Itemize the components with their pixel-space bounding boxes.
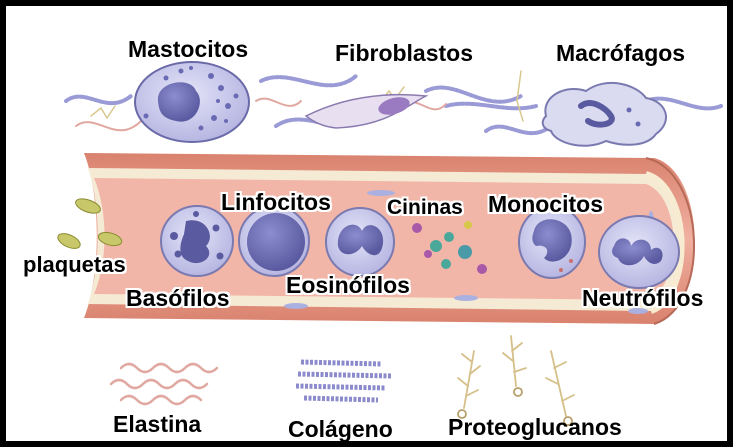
label-plaquetas: plaquetas [23, 254, 126, 276]
basofilo-cell [161, 206, 233, 276]
label-monocitos: Monocitos [488, 193, 603, 216]
label-cininas: Cininas [387, 197, 463, 218]
label-elastina: Elastina [113, 413, 201, 436]
label-fibroblastos: Fibroblastos [335, 42, 473, 65]
label-colageno: Colágeno [288, 418, 393, 441]
proteoglucanos-structures [458, 336, 574, 425]
label-mastocitos: Mastocitos [128, 38, 248, 61]
elastina-fibers [111, 364, 217, 404]
macrofago-cell [543, 83, 666, 146]
label-neutrofilos: Neutrófilos [582, 287, 703, 310]
label-eosinofilos: Eosinófilos [286, 274, 410, 297]
fibroblasto-cell [306, 94, 426, 128]
colageno-fibers [296, 362, 391, 400]
label-proteoglucanos: Proteoglucanos [448, 416, 622, 439]
connective-tissue-illustration [6, 6, 733, 447]
linfocito-cell [239, 206, 309, 276]
mastocito-cell [135, 62, 249, 142]
label-basofilos: Basófilos [126, 287, 230, 310]
label-linfocitos: Linfocitos [221, 191, 331, 214]
label-macrofagos: Macrófagos [556, 42, 685, 65]
eosinofilo-cell [326, 208, 394, 276]
neutrofilo-cell [599, 216, 679, 288]
